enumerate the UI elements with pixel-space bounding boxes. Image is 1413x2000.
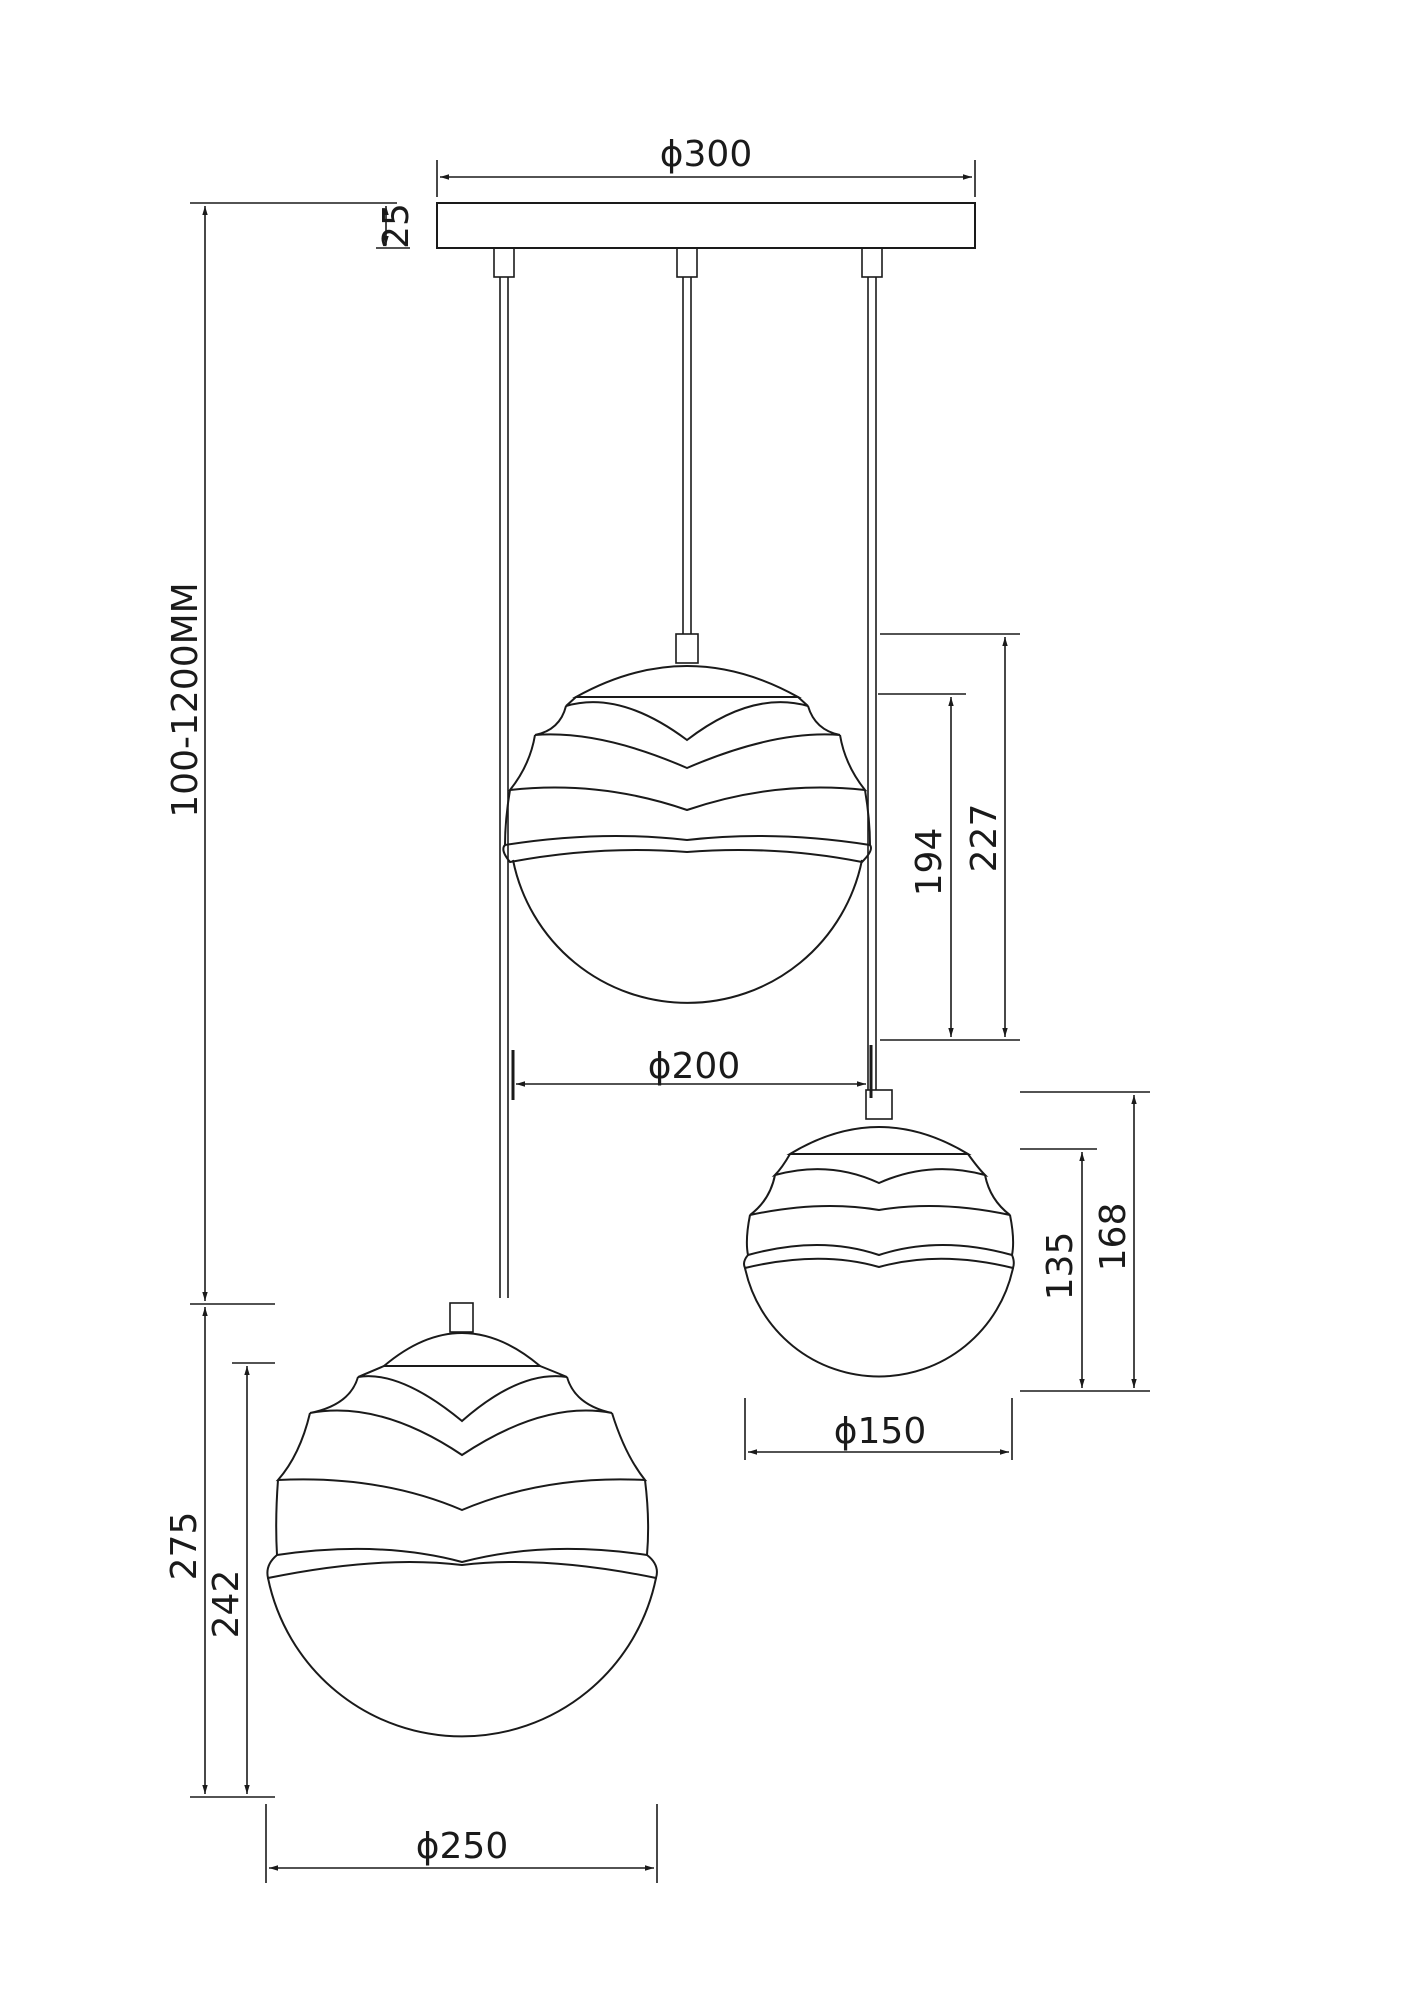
label-small-globe-height-total: 168 — [1093, 1203, 1134, 1272]
large-globe — [266, 1302, 658, 1738]
dim-canopy-diameter — [436, 160, 976, 197]
label-canopy-height: 25 — [376, 203, 417, 249]
dim-large-globe-diameter — [265, 1804, 658, 1883]
medium-globe — [502, 633, 872, 1004]
canopy — [436, 202, 976, 278]
label-cable-length: 100-1200MM — [165, 582, 206, 817]
label-canopy-diameter: ϕ300 — [660, 134, 752, 175]
label-large-globe-height-glass: 242 — [206, 1570, 247, 1639]
dim-small-globe-height — [1020, 1091, 1150, 1392]
label-large-globe-height-total: 275 — [164, 1512, 205, 1581]
dim-large-globe-height — [190, 1307, 275, 1798]
label-medium-globe-height-total: 227 — [964, 804, 1005, 873]
label-small-globe-height-glass: 135 — [1040, 1232, 1081, 1301]
label-medium-globe-diameter: ϕ200 — [648, 1046, 740, 1087]
cables — [499, 277, 877, 1298]
label-large-globe-diameter: ϕ250 — [416, 1826, 508, 1867]
dim-small-globe-diameter — [744, 1398, 1013, 1460]
dim-canopy-height — [300, 202, 410, 249]
label-small-globe-diameter: ϕ150 — [834, 1411, 926, 1452]
dim-medium-globe-diameter — [511, 1045, 873, 1100]
label-medium-globe-height-glass: 194 — [909, 828, 950, 897]
dim-medium-globe-height — [878, 633, 1020, 1041]
dim-cable-length — [190, 202, 300, 1305]
small-globe — [743, 1089, 1015, 1378]
